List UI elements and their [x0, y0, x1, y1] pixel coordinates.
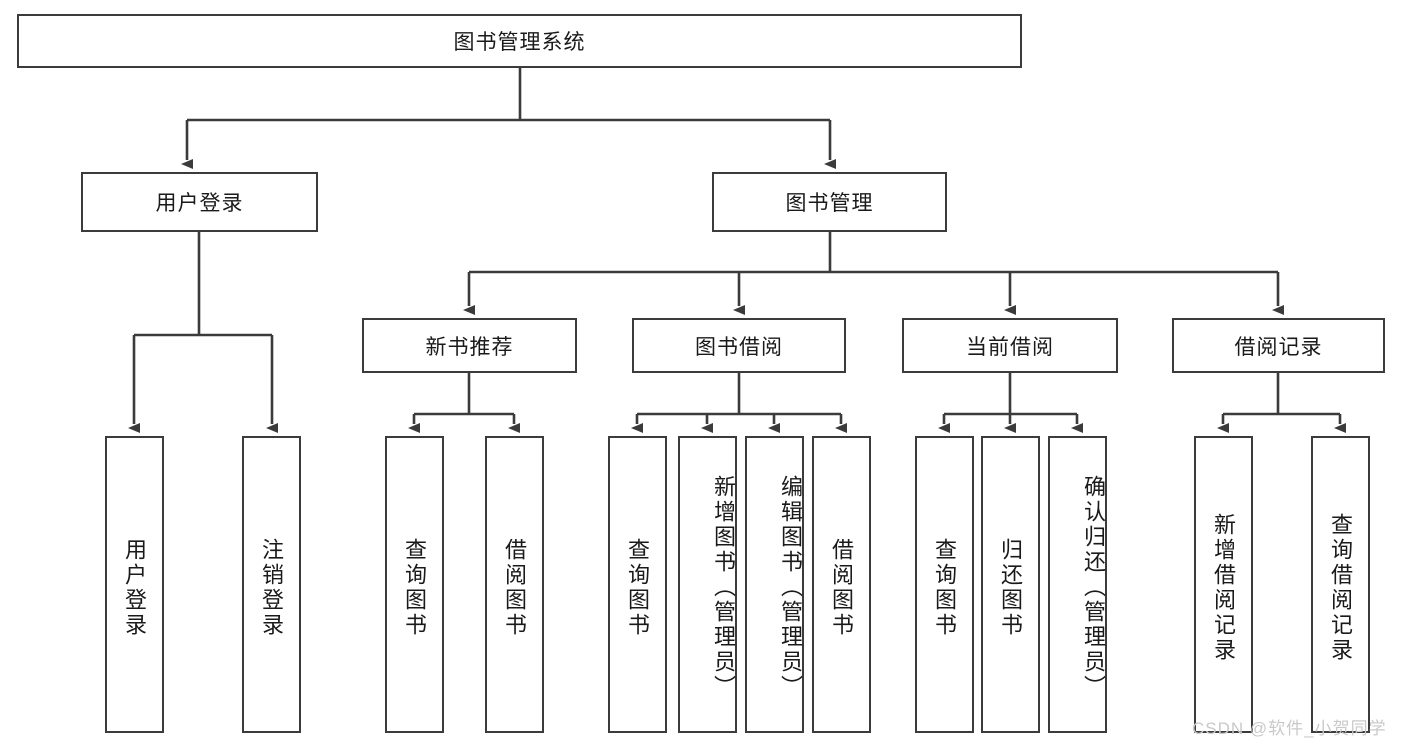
- leaf-current-query-book[interactable]: 查询图书: [915, 436, 974, 733]
- node-borrow-record[interactable]: 借阅记录: [1172, 318, 1385, 373]
- leaf-borrow-borrow-book[interactable]: 借阅图书: [812, 436, 871, 733]
- csdn-watermark: CSDN @软件_小贺同学: [1192, 719, 1387, 738]
- node-user-login[interactable]: 用户登录: [81, 172, 318, 232]
- node-root-system[interactable]: 图书管理系统: [17, 14, 1022, 68]
- leaf-new-book-query[interactable]: 查询图书: [385, 436, 444, 733]
- leaf-user-login-signout[interactable]: 注销登录: [242, 436, 301, 733]
- node-book-borrow[interactable]: 图书借阅: [632, 318, 846, 373]
- leaf-new-book-borrow[interactable]: 借阅图书: [485, 436, 544, 733]
- leaf-borrow-edit-book-admin[interactable]: 编辑图书（管理员）: [745, 436, 804, 733]
- node-new-book-recommend[interactable]: 新书推荐: [362, 318, 577, 373]
- leaf-record-query-record[interactable]: 查询借阅记录: [1311, 436, 1370, 733]
- leaf-current-return-book[interactable]: 归还图书: [981, 436, 1040, 733]
- leaf-borrow-query-book[interactable]: 查询图书: [608, 436, 667, 733]
- node-current-borrow[interactable]: 当前借阅: [902, 318, 1118, 373]
- leaf-user-login-signin[interactable]: 用户登录: [105, 436, 164, 733]
- node-book-management[interactable]: 图书管理: [712, 172, 947, 232]
- leaf-record-add-record[interactable]: 新增借阅记录: [1194, 436, 1253, 733]
- leaf-borrow-add-book-admin[interactable]: 新增图书（管理员）: [678, 436, 737, 733]
- leaf-current-confirm-return-admin[interactable]: 确认归还（管理员）: [1048, 436, 1107, 733]
